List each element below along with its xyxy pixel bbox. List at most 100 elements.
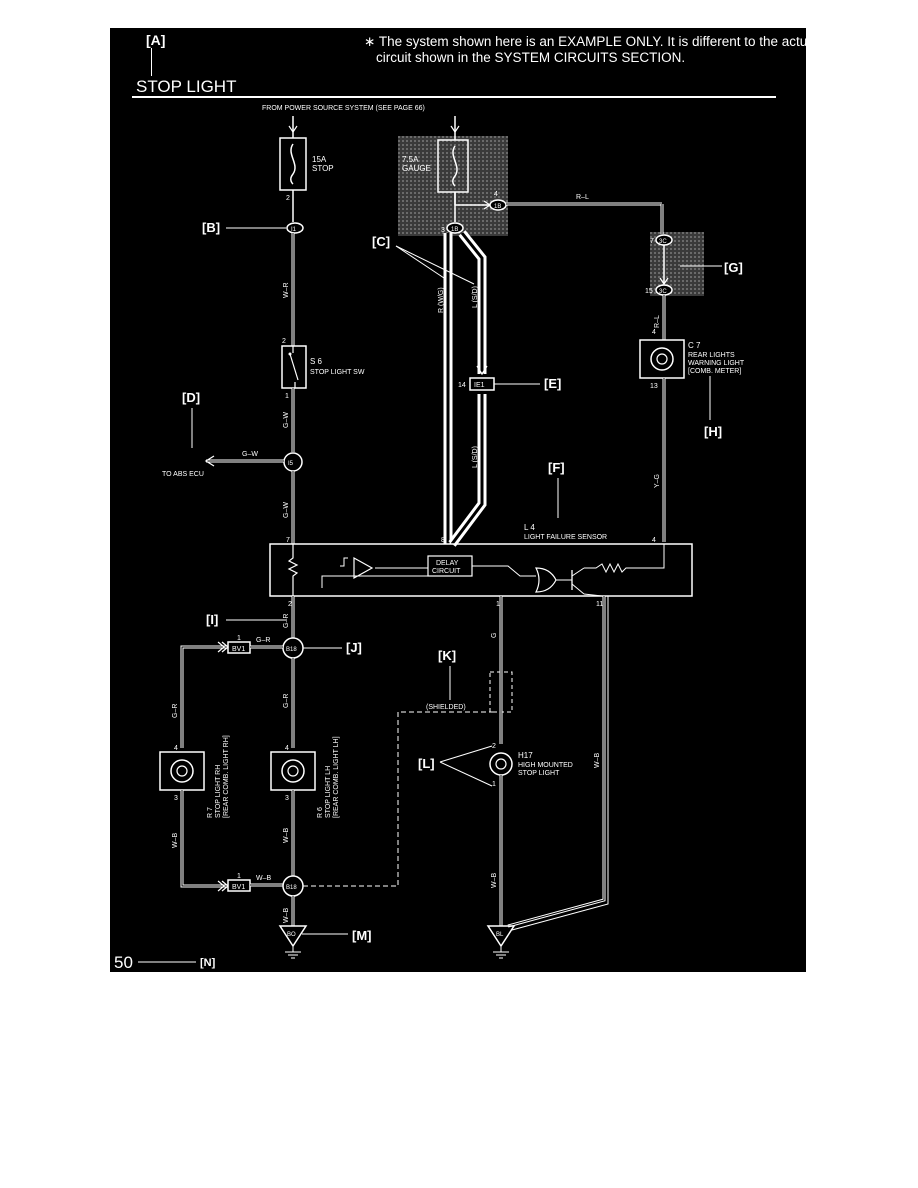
diagram-panel: [A] ∗ The system shown here is an EXAMPL… [110, 28, 818, 972]
connector-1b-pin4: 1B 4 [489, 191, 507, 211]
callout-i: [I] [206, 612, 218, 627]
callout-n: [N] [200, 957, 216, 969]
svg-text:4: 4 [494, 191, 498, 198]
callout-j: [J] [346, 640, 362, 655]
svg-text:4: 4 [285, 745, 289, 752]
light-failure-sensor: L 4 LIGHT FAILURE SENSOR 7 8 4 DELAY CIR… [269, 523, 693, 608]
to-abs-ecu: TO ABS ECU [162, 471, 204, 478]
svg-text:STOP LIGHT: STOP LIGHT [518, 770, 560, 777]
wire-yg: Y–G [654, 474, 661, 488]
callout-m: [M] [352, 928, 372, 943]
svg-text:IE1: IE1 [474, 382, 485, 389]
wire-wb-1: W–B [172, 833, 179, 849]
example-note-line-2: circuit shown in the SYSTEM CIRCUITS SEC… [376, 50, 686, 65]
wire-gw-2: G–W [283, 502, 290, 518]
wire-rwg: R (W/G) [438, 287, 445, 313]
svg-text:13: 13 [650, 383, 658, 390]
callout-a: [A] [146, 32, 166, 48]
stop-fuse: 15A STOP 2 [279, 116, 334, 202]
callout-f: [F] [548, 460, 565, 475]
wire-lsd-2: L (S/D) [472, 446, 479, 468]
svg-text:BO: BO [287, 932, 296, 938]
connector-bv1-bottom: BV1 1 [227, 873, 251, 892]
connector-3c-pin15: 3C 15 [645, 284, 673, 296]
wire-wb-2: W–B [256, 875, 272, 882]
svg-text:C 7: C 7 [688, 341, 701, 350]
svg-text:[REAR COMB. LIGHT LH]: [REAR COMB. LIGHT LH] [333, 736, 340, 818]
connector-bv1-top: BV1 1 [227, 635, 251, 654]
ground-bl: BL [486, 925, 516, 959]
svg-text:HIGH MOUNTED: HIGH MOUNTED [518, 762, 573, 769]
svg-text:3: 3 [285, 795, 289, 802]
svg-text:15: 15 [645, 288, 653, 295]
svg-text:3C: 3C [659, 239, 667, 245]
svg-text:B18: B18 [286, 647, 297, 653]
svg-text:CIRCUIT: CIRCUIT [432, 568, 461, 575]
callout-c: [C] [372, 234, 390, 249]
wire-rl-2: R–L [654, 315, 661, 328]
svg-text:S 6: S 6 [310, 357, 323, 366]
callout-a-leader [151, 48, 152, 76]
svg-text:STOP LIGHT RH: STOP LIGHT RH [215, 765, 222, 818]
wire-wb-5: W–B [491, 873, 498, 889]
svg-text:2: 2 [282, 338, 286, 345]
callout-d: [D] [182, 390, 200, 405]
page-number: 50 [114, 953, 133, 972]
wire-gr-2: G–R [256, 637, 270, 644]
svg-text:4: 4 [174, 745, 178, 752]
wiring-diagram: FROM POWER SOURCE SYSTEM (SEE PAGE 66) 1… [114, 105, 745, 972]
svg-text:DELAY: DELAY [436, 560, 459, 567]
svg-text:I5: I5 [288, 461, 294, 467]
shielded-label: (SHIELDED) [426, 704, 466, 711]
wire-wb-6: W–B [594, 753, 601, 769]
gauge-fuse-name: GAUGE [402, 164, 431, 173]
page-title: STOP LIGHT [136, 77, 237, 96]
callout-l: [L] [418, 756, 435, 771]
callout-h: [H] [704, 424, 722, 439]
svg-text:2: 2 [492, 743, 496, 750]
ground-bo: BO [278, 925, 308, 959]
svg-text:STOP LIGHT LH: STOP LIGHT LH [325, 766, 332, 818]
svg-text:BV1: BV1 [232, 884, 245, 891]
connector-b18-top: B18 [282, 637, 304, 659]
svg-text:4: 4 [652, 537, 656, 544]
wire-gr-1: G–R [283, 614, 290, 628]
callout-b: [B] [202, 220, 220, 235]
svg-text:1: 1 [285, 393, 289, 400]
gauge-fuse-amps: 7.5A [402, 155, 419, 164]
svg-text:8: 8 [441, 537, 445, 544]
stop-fuse-amps: 15A [312, 155, 327, 164]
gauge-fuse: 7.5A GAUGE [402, 116, 469, 193]
stop-fuse-name: STOP [312, 164, 334, 173]
svg-text:L 4: L 4 [524, 523, 535, 532]
wire-gr-3: G–R [172, 704, 179, 718]
svg-text:R 6: R 6 [317, 807, 324, 818]
title-rule [132, 96, 776, 98]
svg-text:H17: H17 [518, 751, 533, 760]
wire-wb-3: W–B [283, 828, 290, 844]
svg-text:I1: I1 [291, 227, 297, 233]
power-source-label: FROM POWER SOURCE SYSTEM (SEE PAGE 66) [262, 105, 425, 112]
svg-text:11: 11 [596, 601, 603, 608]
stop-light-rh: 4 3 R 7 STOP LIGHT RH [REAR COMB. LIGHT … [159, 735, 230, 818]
stop-fuse-pin: 2 [286, 195, 290, 202]
rear-lights-warning-light: 4 C 7 REAR LIGHTS WARNING LIGHT [COMB. M… [639, 329, 745, 390]
svg-text:1: 1 [496, 601, 500, 608]
connector-3c-pin7: 3C 7 [650, 234, 673, 246]
svg-text:1: 1 [237, 873, 241, 880]
high-mounted-stop-light: 2 1 H17 HIGH MOUNTED STOP LIGHT [489, 743, 573, 788]
svg-text:4: 4 [652, 329, 656, 336]
callout-g: [G] [724, 260, 743, 275]
svg-text:LIGHT FAILURE SENSOR: LIGHT FAILURE SENSOR [524, 534, 607, 541]
svg-text:3: 3 [174, 795, 178, 802]
wire-wr: W–R [283, 282, 290, 298]
wire-lsd-1: L (S/D) [472, 286, 479, 308]
example-note-line-1: ∗ The system shown here is an EXAMPLE ON… [364, 34, 818, 49]
svg-text:7: 7 [286, 537, 290, 544]
connector-b18-bottom: B18 [282, 875, 304, 897]
svg-text:WARNING LIGHT: WARNING LIGHT [688, 360, 745, 367]
stop-light-switch: 2 S 6 STOP LIGHT SW 1 [281, 338, 365, 400]
wire-g: G [491, 633, 498, 638]
connector-1b-pin3: 1B 3 [441, 222, 464, 234]
svg-text:[COMB. METER]: [COMB. METER] [688, 368, 741, 375]
